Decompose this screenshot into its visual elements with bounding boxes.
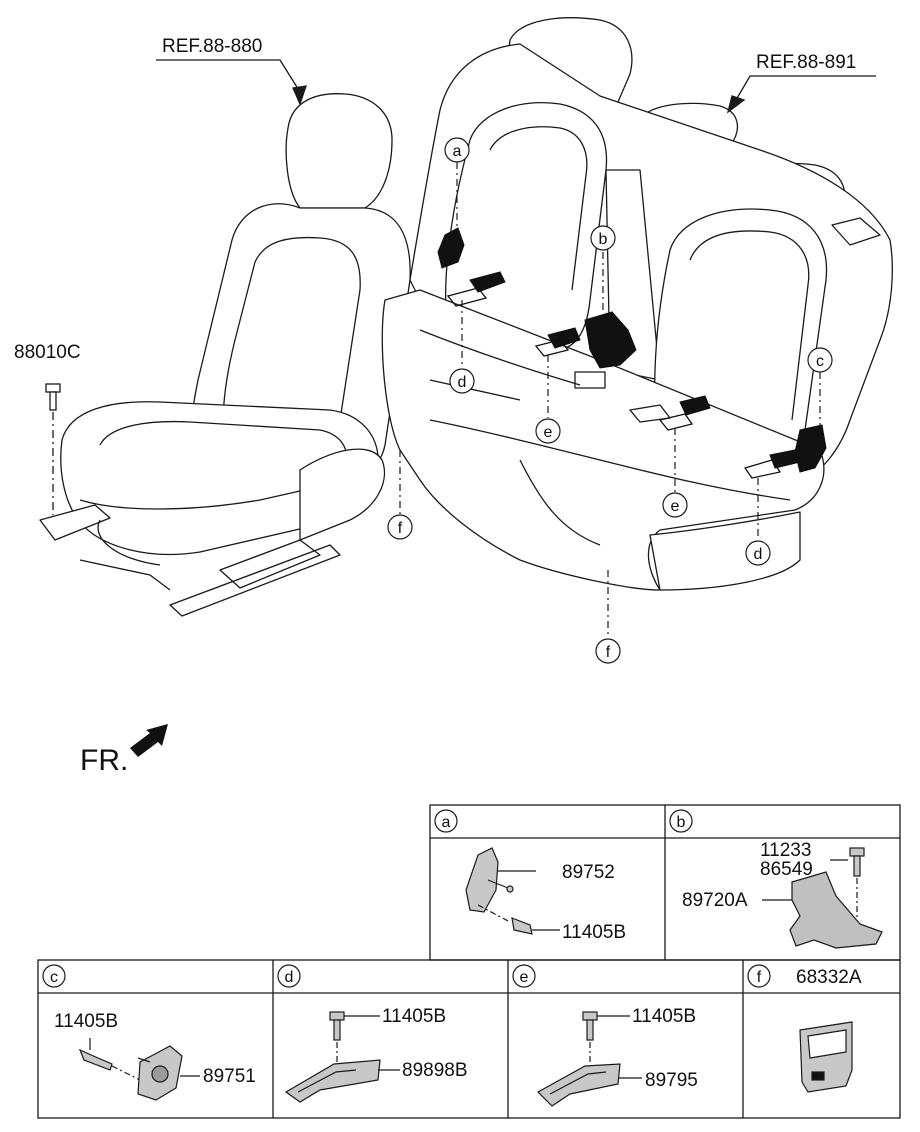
- callout-c: c: [816, 353, 824, 370]
- callout-e-left: e: [544, 424, 553, 441]
- panel-b-part1: 11233: [760, 840, 811, 861]
- rear-mounted-parts: [437, 227, 827, 473]
- ref-front-leader: [156, 59, 307, 106]
- diagram-callouts: a b c d d e e f f: [387, 137, 833, 664]
- callout-e-right: e: [671, 498, 680, 515]
- panel-d-part1: 11405B: [382, 1006, 446, 1027]
- panel-f-letter: f: [757, 969, 762, 986]
- panel-d-part2: 89898B: [402, 1060, 468, 1081]
- rear-bracket-outlines: [446, 287, 782, 479]
- panel-f-parts: [799, 1021, 853, 1093]
- panel-a-part1: 89752: [562, 862, 615, 883]
- panel-b-letter: b: [677, 814, 686, 831]
- panel-b-part3: 89720A: [682, 890, 748, 911]
- panel-b-part2: 86549: [760, 859, 813, 880]
- panel-c-part1: 11405B: [54, 1011, 118, 1032]
- direction-arrow-icon: [130, 724, 168, 757]
- callout-b: b: [599, 231, 608, 248]
- callout-d-right: d: [754, 546, 763, 563]
- panel-c-parts: [78, 1038, 200, 1101]
- callout-a: a: [453, 143, 462, 160]
- callout-f-bottom: f: [606, 644, 611, 661]
- ref-rear-leader: [726, 75, 876, 114]
- panel-a-part2: 11405B: [562, 922, 626, 943]
- panel-e-part1: 11405B: [632, 1006, 696, 1027]
- ref-front-seat: REF.88-880: [162, 36, 262, 57]
- panel-b-parts: [762, 847, 883, 949]
- panel-e-letter: e: [520, 969, 529, 986]
- callout-d-left: d: [458, 374, 467, 391]
- panel-headers: a b c d e f: [42, 809, 771, 988]
- panel-d-letter: d: [285, 969, 294, 986]
- panel-a-parts: [465, 847, 560, 935]
- front-bolt-label: 88010C: [14, 342, 81, 363]
- panel-a-letter: a: [442, 814, 451, 831]
- panel-d-parts: [284, 1011, 400, 1103]
- panel-c-letter: c: [50, 969, 58, 986]
- front-seat-illustration: [39, 93, 411, 617]
- panel-c-part2: 89751: [203, 1066, 256, 1087]
- callout-leaders: [399, 162, 821, 638]
- detail-table-grid: [37, 804, 901, 1119]
- panel-e-part2: 89795: [645, 1070, 698, 1091]
- ref-rear-seat: REF.88-891: [756, 52, 856, 73]
- direction-label: FR.: [80, 744, 128, 777]
- rear-seat-illustration: [381, 17, 893, 591]
- panel-f-part1: 68332A: [796, 967, 862, 988]
- callout-f-left: f: [398, 520, 403, 537]
- panel-e-parts: [537, 1011, 642, 1107]
- front-bolt-88010c: [45, 383, 61, 515]
